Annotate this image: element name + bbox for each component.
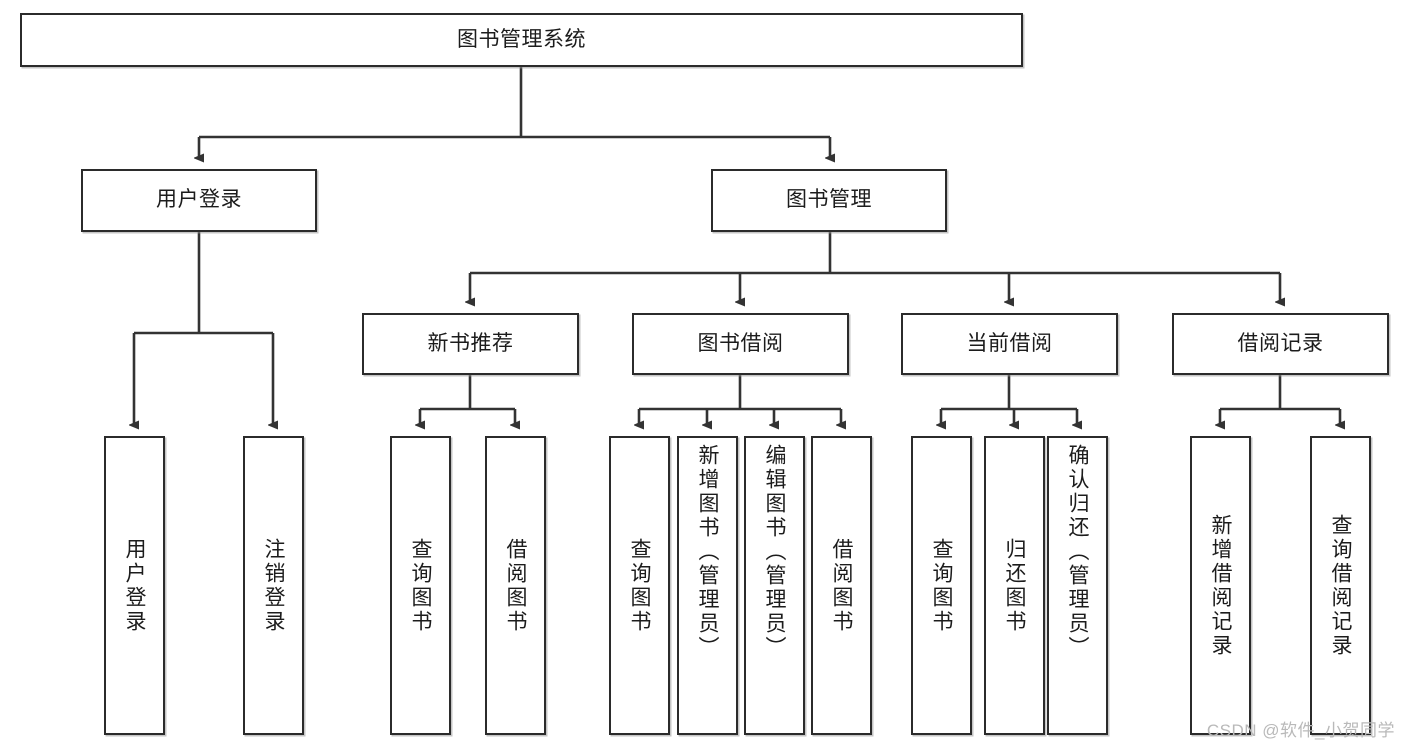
node-current-borrow[interactable]: 当前借阅 (901, 313, 1118, 375)
leaf-logout-label: 注销登录 (262, 537, 285, 634)
node-book-manage[interactable]: 图书管理 (711, 169, 947, 232)
leaf-query-book-borrow-label: 查询图书 (628, 537, 651, 634)
leaf-query-borrow-record[interactable]: 查询借阅记录 (1310, 436, 1371, 735)
node-book-borrow-label: 图书借阅 (697, 331, 784, 355)
node-book-borrow[interactable]: 图书借阅 (632, 313, 849, 375)
leaf-add-borrow-record-label: 新增借阅记录 (1209, 513, 1232, 658)
leaf-edit-book-admin-label: 编辑图书（管理员） (763, 444, 786, 660)
node-borrow-record[interactable]: 借阅记录 (1172, 313, 1389, 375)
leaf-borrow-book-borrow-label: 借阅图书 (830, 537, 853, 634)
leaf-query-book-new-label: 查询图书 (409, 537, 432, 634)
leaf-add-borrow-record[interactable]: 新增借阅记录 (1190, 436, 1251, 735)
leaf-confirm-return-admin-label: 确认归还（管理员） (1066, 444, 1089, 660)
node-book-manage-label: 图书管理 (786, 188, 872, 212)
leaf-logout[interactable]: 注销登录 (243, 436, 304, 735)
watermark-text: CSDN @软件_小贺同学 (1206, 721, 1395, 740)
leaf-edit-book-admin[interactable]: 编辑图书（管理员） (744, 436, 805, 735)
leaf-query-book-current[interactable]: 查询图书 (911, 436, 972, 735)
leaf-borrow-book-new[interactable]: 借阅图书 (485, 436, 546, 735)
node-user-login[interactable]: 用户登录 (81, 169, 317, 232)
leaf-query-borrow-record-label: 查询借阅记录 (1329, 513, 1352, 658)
node-root-system[interactable]: 图书管理系统 (20, 13, 1023, 67)
leaf-query-book-borrow[interactable]: 查询图书 (609, 436, 670, 735)
leaf-return-book[interactable]: 归还图书 (984, 436, 1045, 735)
leaf-user-login[interactable]: 用户登录 (104, 436, 165, 735)
node-current-borrow-label: 当前借阅 (966, 331, 1053, 355)
leaf-return-book-label: 归还图书 (1003, 537, 1026, 634)
leaf-query-book-new[interactable]: 查询图书 (390, 436, 451, 735)
leaf-borrow-book-borrow[interactable]: 借阅图书 (811, 436, 872, 735)
node-new-book-recommend[interactable]: 新书推荐 (362, 313, 579, 375)
leaf-add-book-admin[interactable]: 新增图书（管理员） (677, 436, 738, 735)
node-root-label: 图书管理系统 (457, 27, 586, 51)
node-borrow-record-label: 借阅记录 (1237, 331, 1324, 355)
leaf-query-book-current-label: 查询图书 (930, 537, 953, 634)
leaf-borrow-book-new-label: 借阅图书 (504, 537, 527, 634)
leaf-user-login-label: 用户登录 (123, 537, 146, 634)
node-user-login-label: 用户登录 (156, 188, 242, 212)
leaf-confirm-return-admin[interactable]: 确认归还（管理员） (1047, 436, 1108, 735)
leaf-add-book-admin-label: 新增图书（管理员） (696, 444, 719, 660)
node-new-book-recommend-label: 新书推荐 (427, 331, 514, 355)
